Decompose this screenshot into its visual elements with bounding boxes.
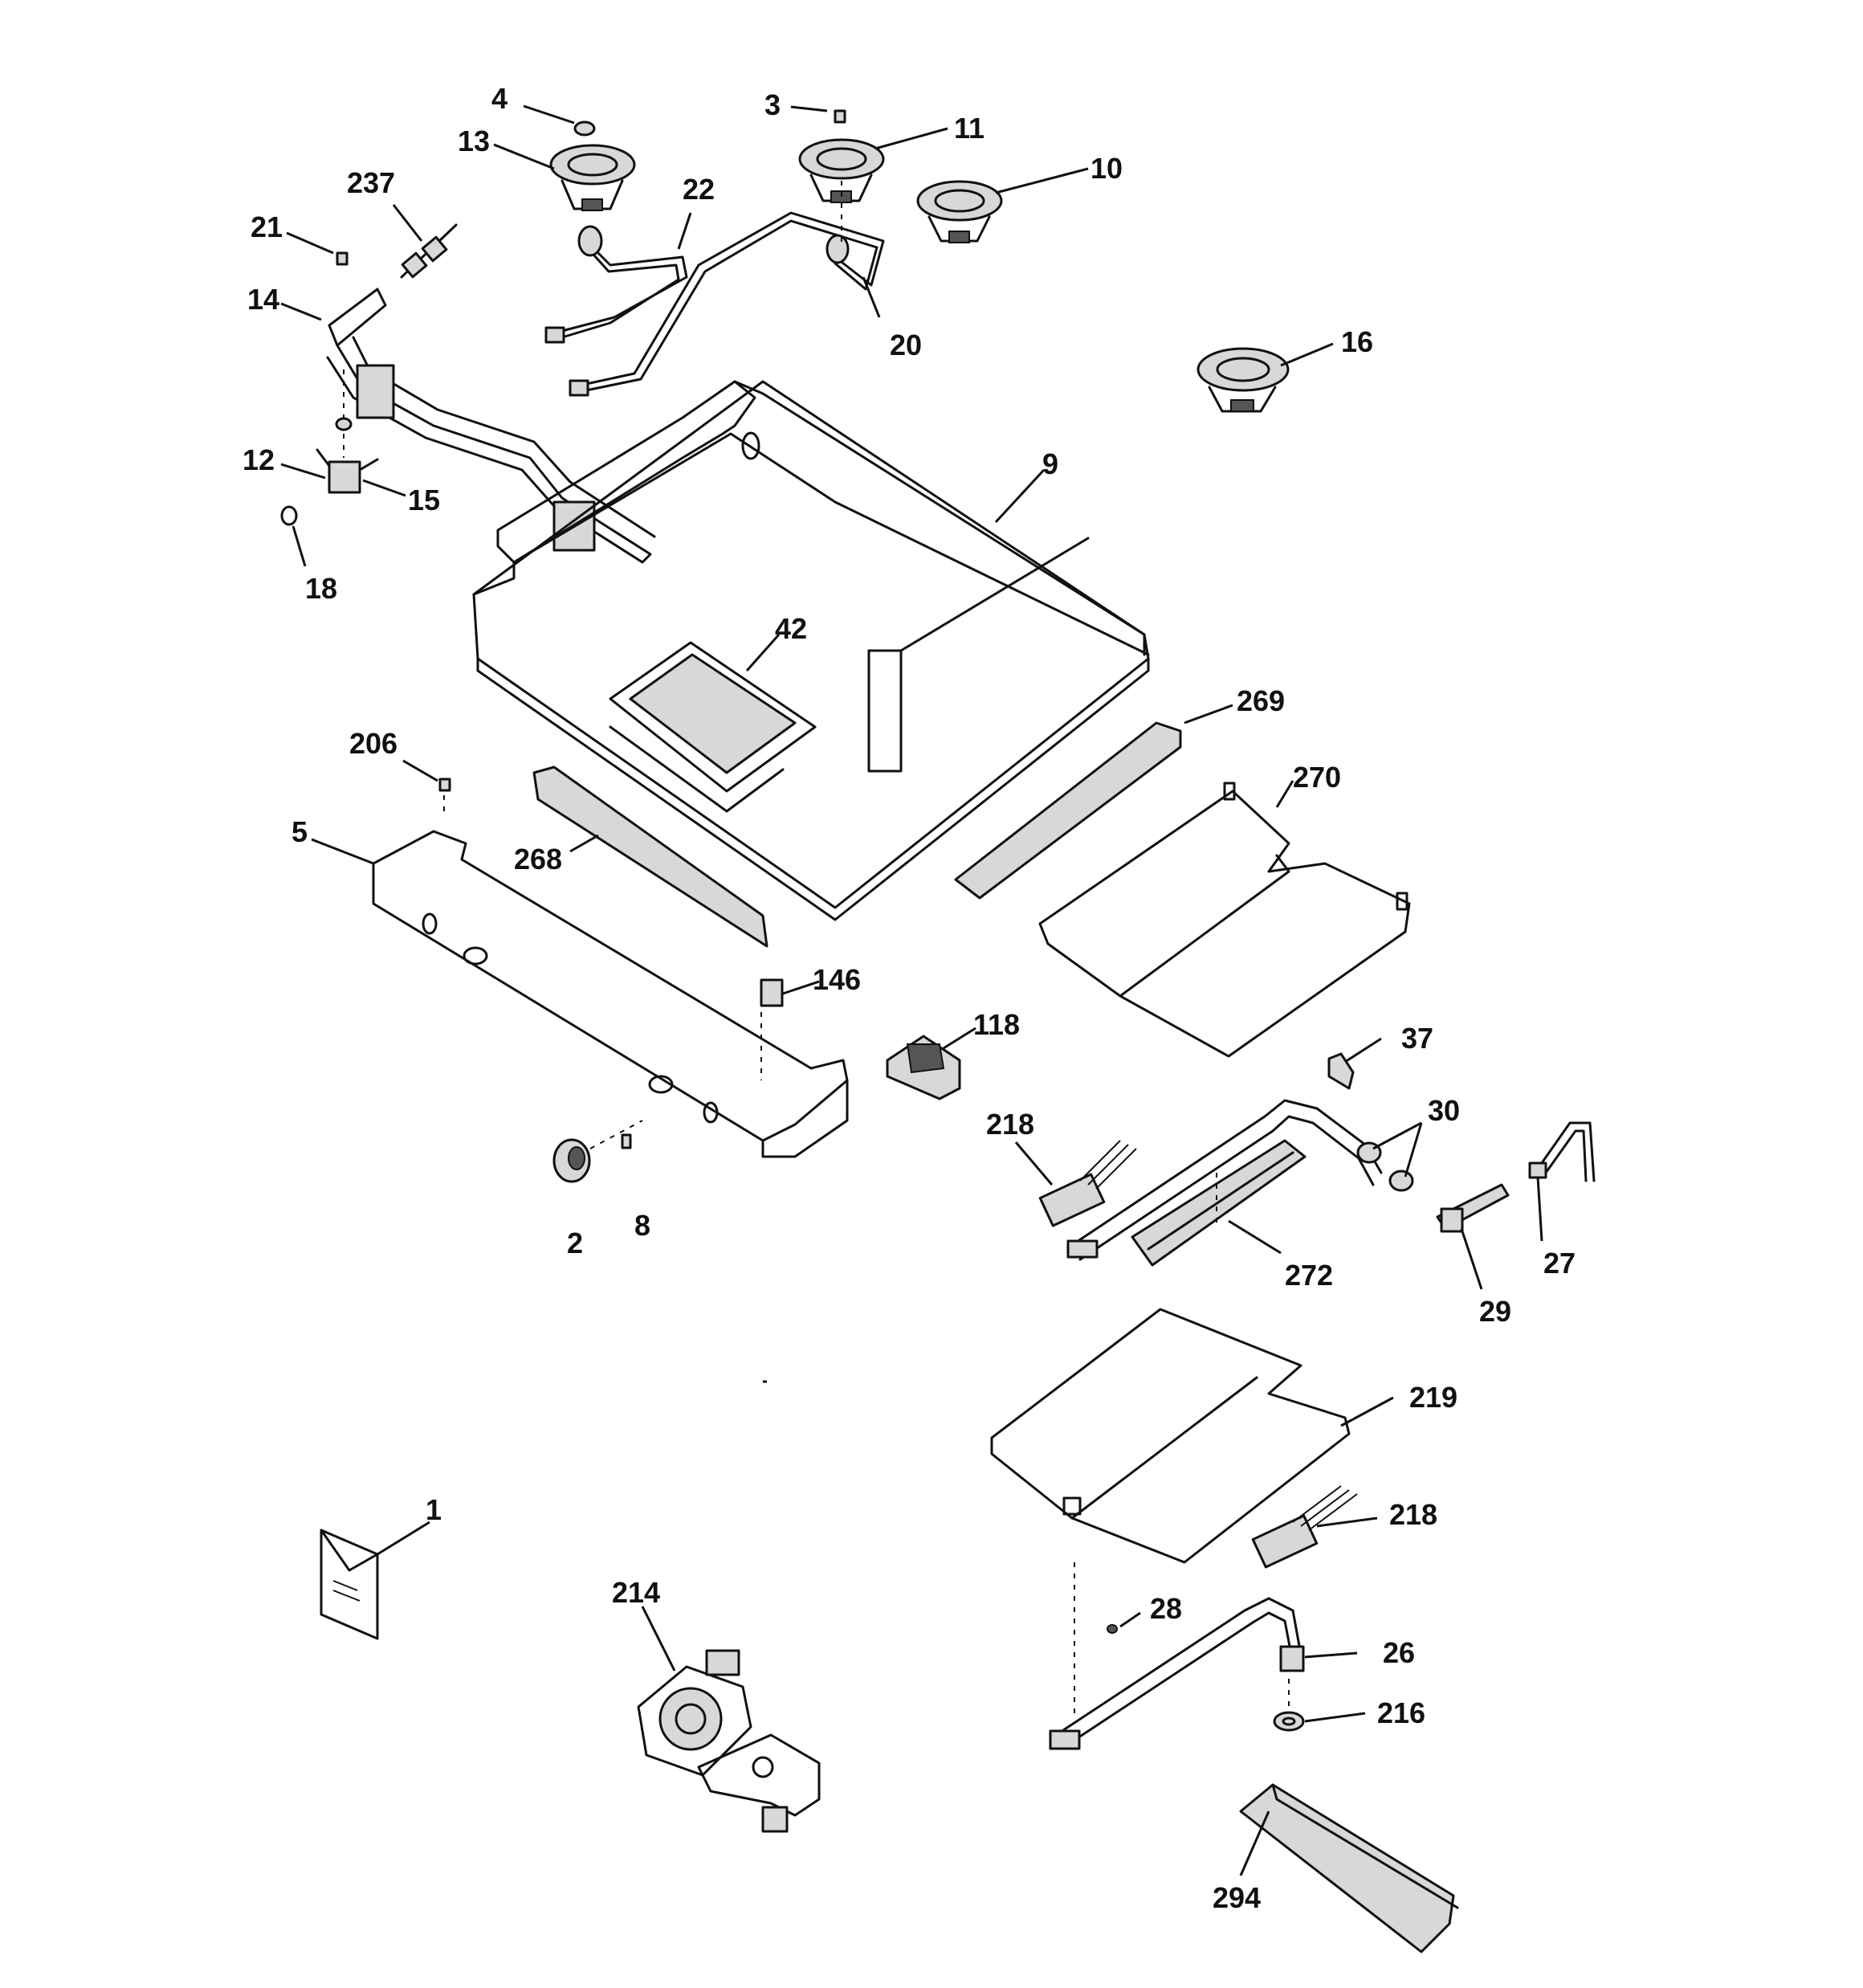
- manifold-14[interactable]: [326, 288, 656, 564]
- callout-22: 22: [683, 173, 715, 206]
- callout-11: 11: [954, 112, 984, 145]
- callout-4: 4: [491, 82, 508, 115]
- burner-tube-22[interactable]: [544, 225, 688, 344]
- callout-218-lower: 218: [1389, 1498, 1437, 1531]
- trim-strip-269[interactable]: [954, 721, 1182, 900]
- burner-tube-26[interactable]: [1049, 1597, 1305, 1750]
- burner-head-11[interactable]: [798, 138, 885, 203]
- leader-lines: [280, 104, 1543, 1876]
- screw-206[interactable]: [438, 778, 451, 792]
- callout-9: 9: [1042, 447, 1058, 480]
- vent-42[interactable]: [609, 641, 817, 813]
- clip-146[interactable]: [760, 978, 784, 1007]
- orifice-29[interactable]: [1436, 1183, 1510, 1233]
- fitting-237[interactable]: [400, 223, 458, 279]
- callout-237: 237: [347, 166, 395, 199]
- burner-box-9[interactable]: [472, 380, 1150, 921]
- callout-27: 27: [1543, 1247, 1576, 1280]
- callout-294: 294: [1213, 1881, 1261, 1914]
- callout-20: 20: [890, 329, 922, 361]
- callout-218-upper: 218: [986, 1108, 1034, 1141]
- assembly-guidelines: [343, 181, 1290, 1719]
- burner-head-10[interactable]: [916, 180, 1003, 243]
- callout-29: 29: [1479, 1295, 1511, 1328]
- callout-268: 268: [514, 843, 562, 876]
- igniter-218-upper[interactable]: [1038, 1140, 1137, 1227]
- callout-16: 16: [1341, 325, 1373, 358]
- screw-21[interactable]: [336, 251, 349, 266]
- callout-214: 214: [612, 1576, 660, 1609]
- literature-envelope-1[interactable]: [320, 1529, 379, 1640]
- callout-206: 206: [349, 727, 397, 760]
- igniter-218-lower[interactable]: [1251, 1485, 1358, 1569]
- burner-tube-20[interactable]: [569, 211, 885, 397]
- callout-13: 13: [458, 125, 490, 157]
- callout-272: 272: [1285, 1259, 1333, 1292]
- callout-15: 15: [408, 484, 440, 516]
- callout-5: 5: [291, 815, 308, 848]
- callout-12: 12: [243, 443, 275, 476]
- callout-30: 30: [1428, 1094, 1460, 1127]
- callout-28: 28: [1150, 1592, 1182, 1625]
- callout-146: 146: [813, 963, 861, 996]
- manifold-panel-5[interactable]: [372, 830, 849, 1158]
- callout-219: 219: [1409, 1381, 1457, 1414]
- callout-10: 10: [1090, 152, 1123, 185]
- callout-1: 1: [426, 1493, 442, 1526]
- bracket-118[interactable]: [886, 1035, 961, 1100]
- nut-4[interactable]: [573, 120, 596, 137]
- trim-strip-268[interactable]: [532, 765, 768, 948]
- valve-regulator-214[interactable]: [637, 1649, 821, 1833]
- burner-grate-272[interactable]: [1131, 1139, 1307, 1267]
- bracket-37[interactable]: [1327, 1052, 1355, 1090]
- bracket-30[interactable]: [1356, 1141, 1414, 1192]
- washer-216[interactable]: [1273, 1711, 1305, 1732]
- callout-216: 216: [1377, 1696, 1425, 1729]
- callout-2: 2: [567, 1227, 583, 1259]
- valve-12-15[interactable]: [316, 417, 379, 494]
- screw-3[interactable]: [834, 109, 846, 124]
- callout-269: 269: [1237, 684, 1285, 717]
- callout-8: 8: [634, 1209, 650, 1242]
- callout-3: 3: [764, 88, 781, 121]
- callout-42: 42: [775, 612, 807, 645]
- burner-head-16[interactable]: [1196, 347, 1290, 413]
- washer-18[interactable]: [280, 505, 298, 526]
- screw-28[interactable]: [1107, 1624, 1118, 1634]
- screw-8[interactable]: [621, 1133, 632, 1149]
- callout-21: 21: [251, 210, 283, 243]
- callout-118: 118: [973, 1008, 1020, 1041]
- callout-18: 18: [305, 572, 337, 605]
- callout-14: 14: [247, 283, 279, 316]
- knob-2[interactable]: [552, 1138, 591, 1183]
- heat-shield-219[interactable]: [990, 1308, 1351, 1564]
- gas-tube-27[interactable]: [1528, 1121, 1596, 1182]
- callout-270: 270: [1293, 761, 1341, 794]
- burner-head-13[interactable]: [549, 144, 636, 211]
- callout-37: 37: [1401, 1022, 1433, 1055]
- callout-26: 26: [1383, 1636, 1415, 1669]
- trim-strip-294[interactable]: [1239, 1783, 1459, 1953]
- heat-shield-270[interactable]: [1038, 782, 1411, 1058]
- callout-labels: 4 3 11 13 10 237 22 21 14 20 16 12 9 15 …: [243, 82, 1576, 1914]
